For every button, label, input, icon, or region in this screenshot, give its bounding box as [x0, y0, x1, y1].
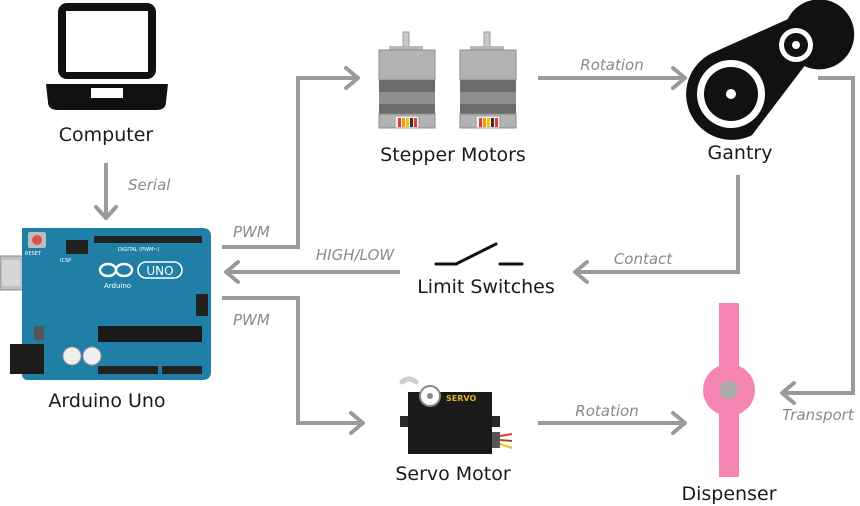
- contact-label: Contact: [614, 250, 673, 268]
- arrow-gantry-to-dispenser: [785, 76, 855, 395]
- gantry-label: Gantry: [708, 142, 773, 164]
- transport-label: Transport: [782, 406, 855, 424]
- digital-label: DIGITAL (PWM~): [118, 247, 160, 253]
- uno-logo: UNO: [146, 264, 173, 278]
- gantry-node: Gantry: [686, 0, 855, 164]
- servo-motor-label: Servo Motor: [395, 463, 511, 485]
- arrow-gantry-to-limit: [578, 175, 740, 274]
- stepper-motors-icon: [378, 31, 517, 129]
- arduino-label: Arduino Uno: [48, 390, 165, 412]
- edge-labels: Serial PWM Rotation Contact HIGH/LOW PWM…: [128, 56, 855, 424]
- flow-arrows: [94, 66, 855, 435]
- dispenser-label: Dispenser: [682, 483, 777, 505]
- limit-switches-node: Limit Switches: [417, 242, 555, 298]
- arduino-node: RESET ICSP DIGITAL (PWM~) UNO Arduino Ar…: [0, 228, 211, 412]
- servo-brand-label: SERVO: [446, 394, 476, 403]
- arduino-brand-label: Arduino: [104, 282, 131, 290]
- computer-label: Computer: [59, 124, 154, 146]
- arrow-arduino-to-stepper: [222, 76, 355, 249]
- stepper-motors-node: Stepper Motors: [378, 31, 526, 166]
- servo-icon: SERVO: [399, 376, 513, 454]
- belt-pulley-icon: [686, 0, 855, 140]
- dispenser-icon: [703, 303, 755, 477]
- laptop-icon: [46, 3, 168, 110]
- reset-label: RESET: [25, 251, 42, 257]
- rotation-stepper-label: Rotation: [580, 56, 643, 74]
- arrow-arduino-to-servo: [222, 296, 360, 425]
- dispenser-node: Dispenser: [682, 303, 777, 505]
- stepper-motors-label: Stepper Motors: [380, 144, 526, 166]
- computer-node: Computer: [46, 3, 168, 146]
- icsp-label: ICSP: [60, 258, 71, 264]
- serial-label: Serial: [128, 176, 171, 194]
- limit-switches-label: Limit Switches: [417, 276, 555, 298]
- pwm-servo-label: PWM: [233, 311, 270, 329]
- servo-motor-node: SERVO Servo Motor: [395, 376, 513, 485]
- pwm-stepper-label: PWM: [233, 223, 270, 241]
- switch-icon: [434, 242, 524, 266]
- arduino-board-icon: RESET ICSP DIGITAL (PWM~) UNO Arduino: [0, 228, 211, 380]
- highlow-label: HIGH/LOW: [316, 246, 395, 264]
- rotation-servo-label: Rotation: [575, 402, 638, 420]
